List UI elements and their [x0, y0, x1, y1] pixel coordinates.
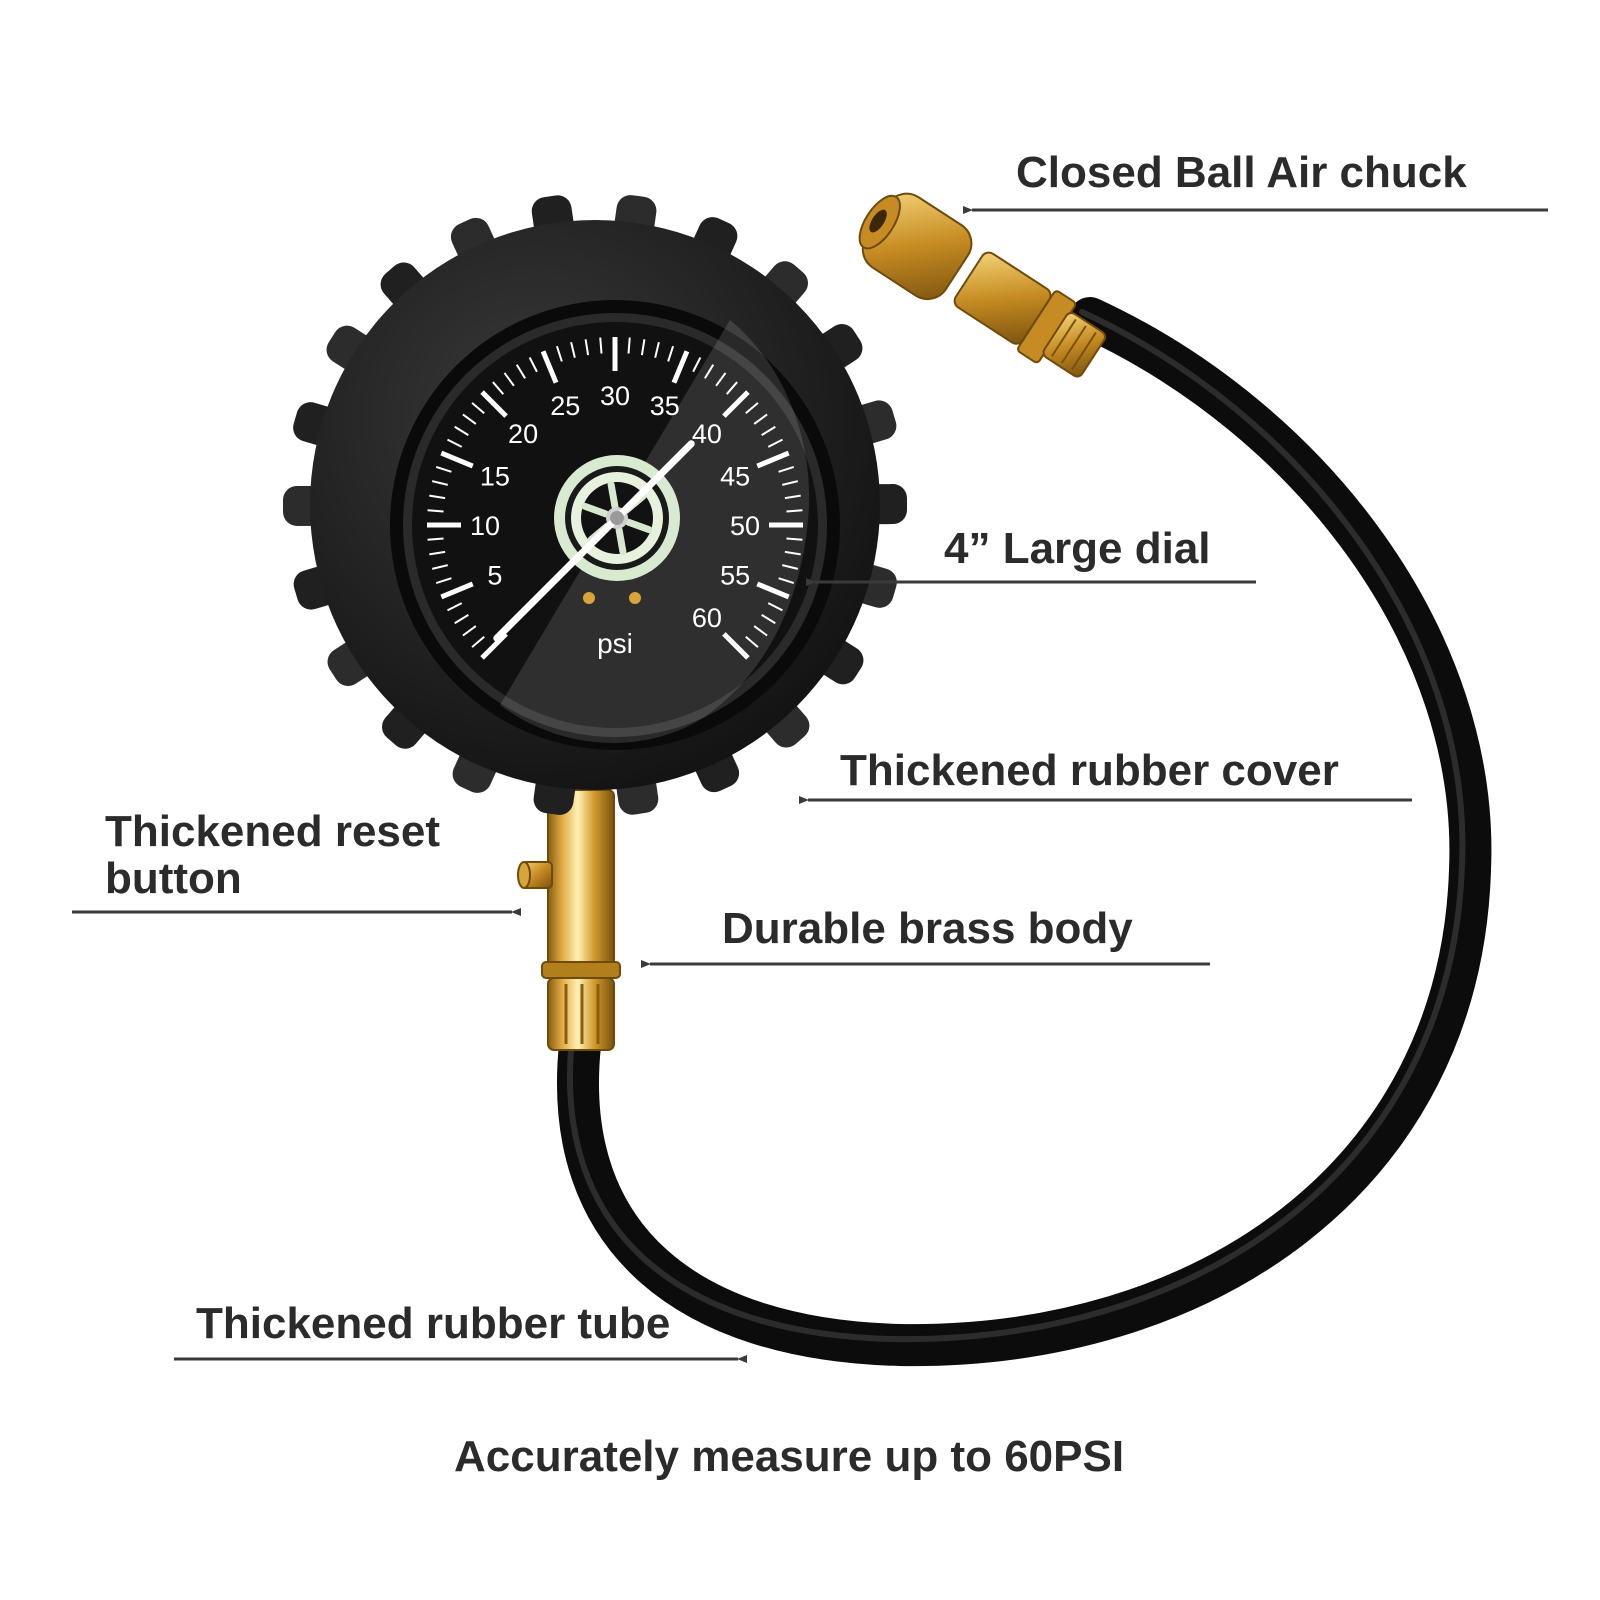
dial-major-tick — [440, 450, 474, 469]
dial-minor-tick — [447, 438, 463, 448]
callout-large-dial: 4” Large dial — [944, 524, 1211, 573]
dial-minor-tick — [454, 614, 469, 625]
dial-major-tick — [756, 581, 790, 600]
dial-label: 35 — [650, 391, 680, 421]
dial-minor-tick — [471, 402, 485, 415]
dial-minor-tick — [786, 509, 803, 513]
callout-measure: Accurately measure up to 60PSI — [454, 1432, 1124, 1481]
dial-minor-tick — [782, 564, 799, 570]
dial-minor-tick — [753, 625, 768, 637]
dial-major-tick — [440, 581, 474, 600]
dial-label: 30 — [600, 381, 630, 411]
dial-minor-tick — [599, 337, 603, 354]
dial-major-tick — [756, 450, 790, 469]
brass-body — [541, 789, 621, 1051]
callout-rubber-cover: Thickened rubber cover — [840, 746, 1339, 795]
dial-minor-tick — [745, 402, 759, 415]
dial-major-tick — [480, 390, 508, 418]
callout-reset-button-line2: button — [105, 854, 242, 903]
dial-minor-tick — [704, 364, 715, 379]
dial-minor-tick — [431, 564, 448, 570]
dial-minor-tick — [462, 413, 477, 425]
dial-minor-tick — [725, 381, 738, 395]
callout-brass-body: Durable brass body — [722, 904, 1133, 953]
dial-major-tick — [540, 350, 559, 384]
dial-minor-tick — [570, 341, 576, 358]
dial-minor-tick — [462, 625, 477, 637]
hub-spoke — [624, 518, 653, 534]
dial-minor-tick — [435, 465, 452, 473]
dial-minor-tick — [503, 372, 515, 387]
callout-air-chuck: Closed Ball Air chuck — [1016, 148, 1467, 197]
dial-minor-tick — [784, 550, 801, 556]
hub-spoke — [607, 481, 619, 510]
dial-minor-tick — [761, 614, 776, 625]
dial-minor-tick — [667, 345, 675, 362]
hub-spoke — [581, 502, 610, 518]
dial-minor-tick — [429, 550, 446, 556]
dial-ticks — [427, 337, 803, 660]
hub-spoke — [615, 526, 627, 555]
dial-minor-tick — [654, 341, 660, 358]
dial-minor-tick — [778, 577, 795, 585]
dial-major-tick — [480, 632, 508, 660]
dial-label: 40 — [692, 419, 722, 449]
dial-major-tick — [722, 632, 750, 660]
dial-minor-tick — [435, 577, 452, 585]
dial-label: 25 — [550, 391, 580, 421]
reset-button[interactable] — [517, 861, 553, 889]
dial-minor-tick — [454, 425, 469, 436]
dial-major-tick — [722, 390, 750, 418]
dial-minor-tick — [692, 357, 702, 373]
air-chuck — [858, 192, 1107, 378]
dial-minor-tick — [555, 345, 563, 362]
dial-label: 45 — [720, 461, 750, 491]
callout-reset-button-line1: Thickened reset — [105, 807, 440, 856]
dial-minor-tick — [715, 372, 727, 387]
dial-label: 55 — [720, 561, 750, 591]
dial-needle — [493, 440, 695, 642]
dial-label: 50 — [730, 511, 760, 541]
dial-minor-tick — [427, 509, 444, 513]
dial-minor-tick — [447, 602, 463, 612]
dial-minor-tick — [471, 635, 485, 648]
dial-minor-tick — [640, 339, 646, 356]
dial-minor-tick — [429, 494, 446, 500]
dial-labels: 5 10 15 20 25 30 35 40 45 50 55 60 — [470, 381, 760, 633]
dial-label: 20 — [508, 419, 538, 449]
dial-minor-tick — [767, 602, 783, 612]
dial-minor-tick — [492, 381, 505, 395]
dial-minor-tick — [515, 364, 526, 379]
dial-label: 15 — [480, 461, 510, 491]
dial-minor-tick — [528, 357, 538, 373]
dial-minor-tick — [753, 413, 768, 425]
dial-minor-tick — [761, 425, 776, 436]
callout-leaders — [72, 206, 1548, 1363]
dial-label: 60 — [692, 603, 722, 633]
dial-minor-tick — [584, 339, 590, 356]
dial-unit-label: psi — [597, 628, 633, 659]
dial-minor-tick — [778, 465, 795, 473]
dial-minor-tick — [767, 438, 783, 448]
dial-minor-tick — [427, 537, 444, 541]
rubber-hose — [557, 297, 1492, 1367]
dial-label: 10 — [470, 511, 500, 541]
dial-minor-tick — [782, 480, 799, 486]
dial-label: 5 — [487, 561, 502, 591]
dial-minor-tick — [745, 635, 759, 648]
dial-minor-tick — [786, 537, 803, 541]
dial-major-tick — [671, 350, 690, 384]
callout-rubber-tube: Thickened rubber tube — [196, 1299, 670, 1348]
dial-minor-tick — [627, 337, 631, 354]
dial-minor-tick — [431, 480, 448, 486]
dial-minor-tick — [784, 494, 801, 500]
